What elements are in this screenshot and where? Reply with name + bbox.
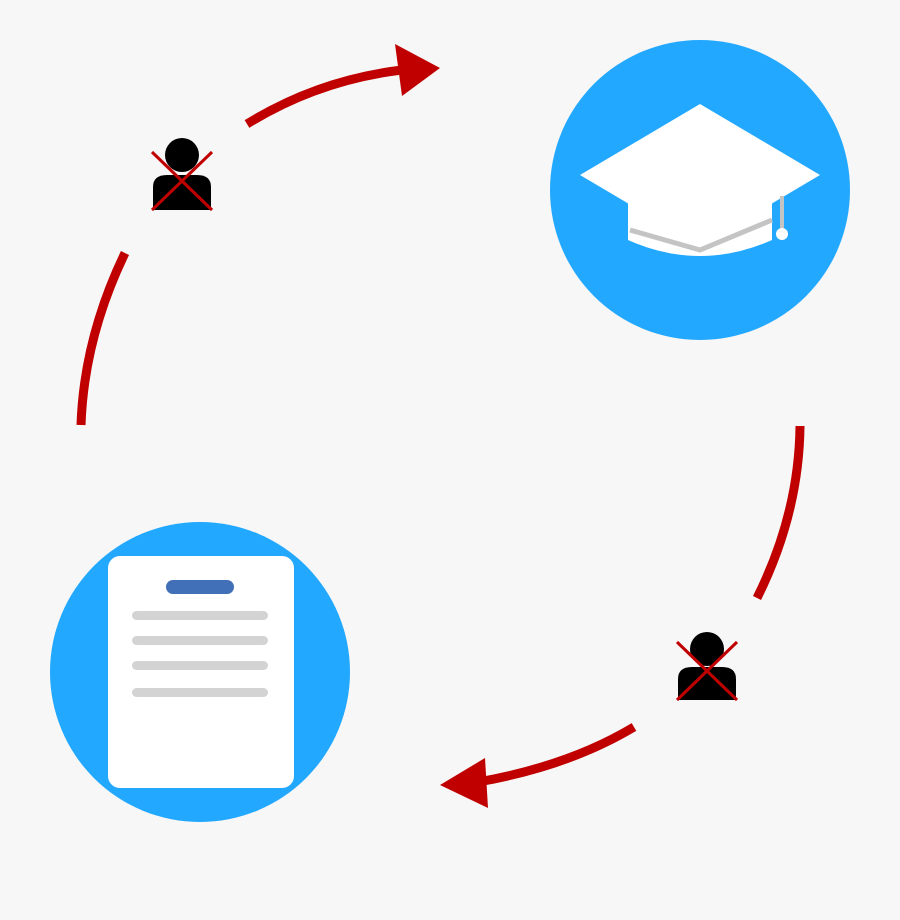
arrow-to-graduation (76, 44, 440, 426)
arrow-to-document (440, 425, 805, 808)
arc-lower-segment (477, 723, 637, 787)
arc-left-segment (76, 251, 130, 426)
arc-upper-segment (244, 65, 403, 128)
document-icon (108, 556, 294, 788)
arrowhead-left (440, 758, 488, 808)
arrowhead-right (395, 44, 440, 96)
document-node (50, 522, 350, 822)
graduation-cap-icon (580, 104, 820, 256)
no-person-icon (675, 632, 739, 702)
arc-right-segment (752, 425, 805, 601)
no-person-icon (150, 138, 214, 212)
graduation-node (550, 40, 850, 340)
